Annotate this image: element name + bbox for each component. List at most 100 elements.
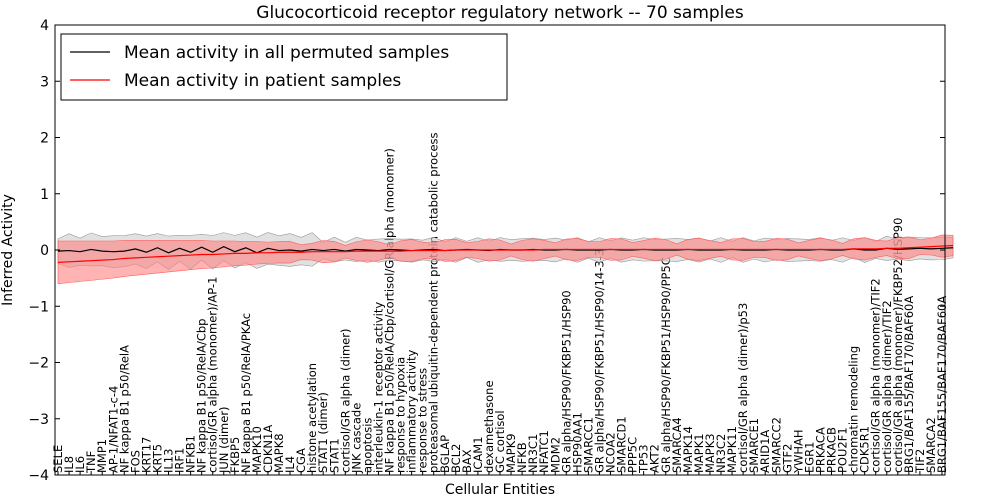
patient-band: [57, 234, 954, 285]
entity-label: TP53: [637, 444, 651, 474]
entity-label: GR alpha/HSP90/FKBP51/HSP90/14-3-3: [592, 249, 606, 473]
entity-label: PRKACA: [813, 427, 827, 473]
entity-label: cortisol/GR alpha (monomer)/AP-1: [206, 277, 220, 473]
entity-label: SMARCA4: [670, 417, 684, 473]
entity-label: CGA: [294, 448, 308, 473]
y-tick-label: −1: [28, 299, 49, 315]
entity-label: FKBP5: [228, 437, 242, 473]
entity-label: IL4: [283, 456, 297, 473]
entity-label: AKT2: [648, 444, 662, 473]
x-axis-title: Cellular Entities: [445, 482, 555, 498]
entity-label: NF kappa B1 p50/RelA/PKAc: [239, 313, 253, 473]
y-tick-label: 2: [40, 131, 49, 147]
entity-label: MMP1: [95, 439, 109, 473]
entity-label: IL8: [62, 456, 76, 473]
entity-label: JUN (dimer): [217, 406, 231, 474]
entity-label: SMARCC2: [769, 417, 783, 473]
entity-label: EGR1: [802, 442, 816, 474]
entity-label: IL13: [162, 449, 176, 473]
entity-label: apoptosis: [360, 418, 374, 473]
entity-label: PRKACB: [825, 427, 839, 473]
entity-label: NR3C2: [714, 434, 728, 473]
entity-label: GC cortisol: [493, 410, 507, 473]
entity-label: KRT17: [139, 437, 153, 473]
entity-label: MAPK9: [504, 433, 518, 473]
entity-label: NF kappa B1 p50/RelA: [117, 345, 131, 473]
entity-label: proteasomal ubiquitin-dependent protein …: [427, 132, 441, 473]
y-tick-label: 0: [40, 243, 49, 259]
y-tick-label: 3: [40, 74, 49, 90]
entity-label: AP-1/NFAT1-c-4: [106, 386, 120, 473]
entity-label: SMARCE1: [747, 418, 761, 473]
entity-label: SMARCA2: [924, 417, 938, 473]
entity-label: IL6: [73, 456, 87, 473]
entity-label: KRT5: [150, 444, 164, 473]
chart-title: Glucocorticoid receptor regulatory netwo…: [256, 3, 744, 23]
entity-label: response to hypoxia: [394, 357, 408, 473]
y-tick-label: 4: [40, 18, 49, 34]
entity-label: CDKN1A: [261, 425, 275, 473]
entity-label: cortisol/GR alpha (dimer): [338, 329, 352, 473]
entity-label: MAPK3: [703, 433, 717, 473]
entity-label: response to stress: [416, 368, 430, 473]
entity-label: STAT1 (dimer): [316, 392, 330, 473]
entity-label: NFATC1: [537, 430, 551, 473]
error-bands: [57, 232, 954, 285]
entity-label: SMARCD1: [615, 416, 629, 473]
entity-label: CDK5R1: [858, 426, 872, 473]
entity-label: chromatin remodeling: [847, 346, 861, 473]
entity-label: GTF2: [780, 444, 794, 473]
entity-label: MAPK1: [692, 433, 706, 473]
entity-label: POU2F1: [836, 427, 850, 473]
entity-label: GR alpha/HSP90/FKBP51/HSP90: [559, 290, 573, 473]
entity-label: MAPK10: [250, 426, 264, 473]
entity-label: SMARCC1: [581, 417, 595, 473]
entity-label: YWHAH: [791, 429, 805, 474]
y-tick-label: 1: [40, 187, 49, 203]
entity-label: NFKB1: [184, 435, 198, 473]
entity-label: GR alpha/HSP90/FKBP51/HSP90/PP5C: [659, 257, 673, 473]
entity-label: JNK cascade: [349, 403, 363, 474]
entity-label: NF kappa B1 p50/RelA/Cbp/cortisol/GR alp…: [383, 148, 397, 473]
entity-label: cortisol/GR alpha (dimer)/TIF2: [880, 300, 894, 473]
entity-label: NF kappa B1 p50/RelA/Cbp: [195, 319, 209, 473]
entity-label: MAPK14: [681, 426, 695, 473]
entity-label: IRF1: [173, 448, 187, 473]
entity-label: interleukin-1 receptor activity: [371, 302, 385, 473]
entity-label: BRG1/BAF155/BAF170/BAF60A: [902, 296, 916, 473]
entity-label: MAPK11: [725, 426, 739, 473]
entity-label: cortisol/GR alpha (dimer)/p53: [736, 303, 750, 473]
entity-label: ICAM1: [471, 436, 485, 473]
entity-label: NR3C1: [526, 434, 540, 473]
entity-label: BCL2: [449, 444, 463, 473]
entity-label: TNF: [84, 451, 98, 474]
entity-label: BAX: [460, 449, 474, 473]
entity-label: BRG1/BAF155/BAF170/BAF60A: [935, 296, 949, 473]
entity-label: cortisol/GR alpha (monomer)/FKBP52/HSP90: [891, 218, 905, 473]
entity-label: STAT1: [327, 438, 341, 473]
legend-label: Mean activity in all permuted samples: [124, 43, 449, 63]
patient-mean-line: [57, 244, 954, 263]
entity-label: PPP5C: [626, 437, 640, 473]
entity-label: MAPK8: [272, 433, 286, 473]
legend: Mean activity in all permuted samplesMea…: [60, 33, 508, 101]
entity-label: NCOA2: [604, 432, 618, 473]
y-axis-title: Inferred Activity: [0, 194, 16, 306]
entity-label: HSP90AA1: [570, 412, 584, 473]
entity-label: inflammatory activity: [405, 349, 419, 473]
y-tick-label: −2: [28, 356, 49, 372]
legend-label: Mean activity in patient samples: [124, 71, 401, 91]
entity-label: BGLAP: [438, 435, 452, 473]
entity-label: cortisol/GR alpha (monomer)/TIF2: [869, 278, 883, 473]
entity-label: histone acetylation: [305, 363, 319, 473]
entity-label: MDM2: [548, 437, 562, 473]
entity-label: ARID1A: [758, 430, 772, 473]
entity-label: FOS: [128, 450, 142, 473]
legend-box: [60, 33, 508, 101]
entity-label: dexamethasone: [482, 380, 496, 473]
entity-label: TIF2: [913, 449, 927, 474]
y-tick-label: −4: [28, 468, 49, 484]
entity-label: NFKB: [515, 442, 529, 473]
